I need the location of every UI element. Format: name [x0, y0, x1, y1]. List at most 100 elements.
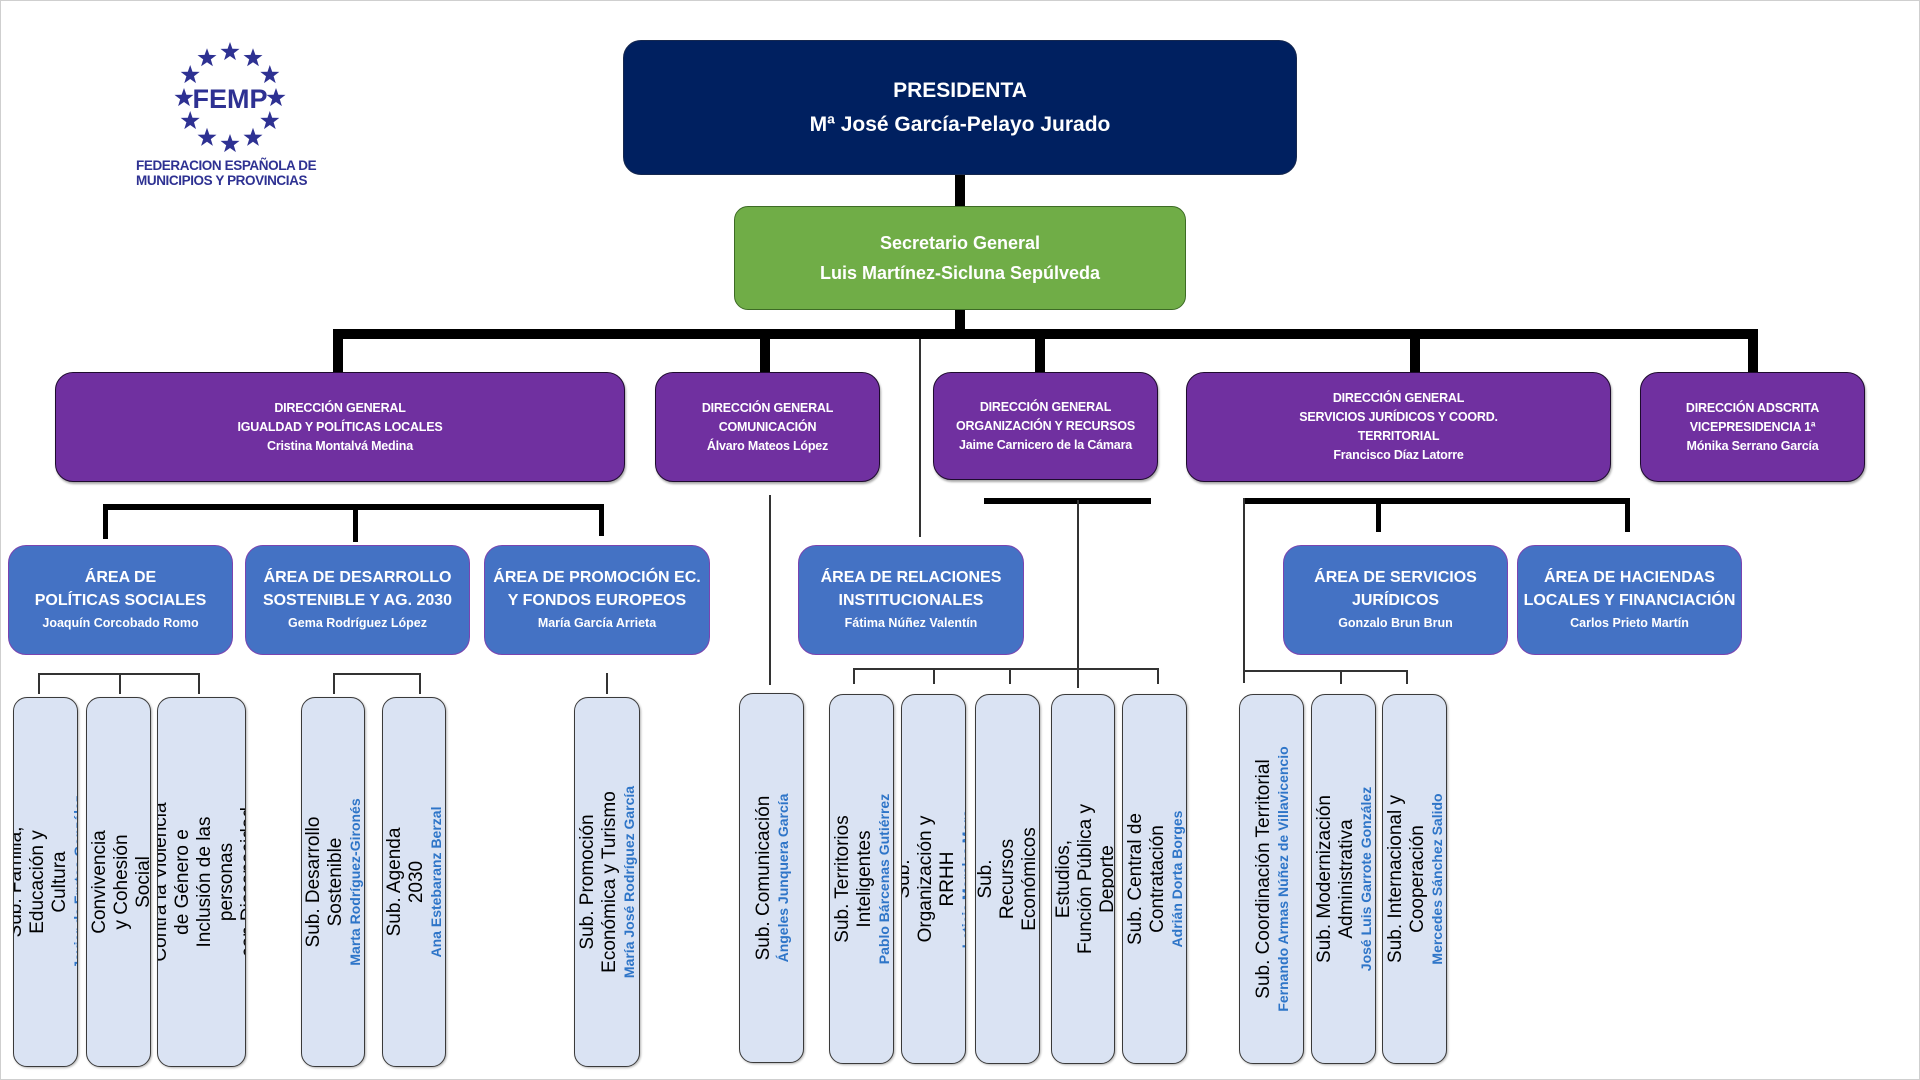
subdireccion-title: Sub. Territorios Inteligentes — [831, 815, 875, 943]
subdireccion-name: Marta Rodríguez-Gironés — [347, 798, 363, 966]
direccion-line2: IGUALDAD Y POLÍTICAS LOCALES — [237, 419, 443, 434]
connector-area5 — [1376, 498, 1381, 532]
subdireccion-label: Sub. Recursos Económicos — [975, 827, 1040, 931]
subdireccion-name: Ángeles Junquera García — [774, 793, 791, 963]
connector-ri-s4 — [1077, 668, 1079, 688]
area-line1: ÁREA DE DESARROLLO — [263, 569, 452, 586]
connector-pres-sec — [955, 175, 965, 207]
subdireccion-title: Sub. Formación, Estudios, Función Públic… — [1053, 804, 1115, 954]
star-icon — [243, 127, 263, 146]
direccion-line2: VICEPRESIDENCIA 1ª — [1689, 419, 1816, 434]
subdireccion-box[interactable]: Sub. Formación, Estudios, Función Públic… — [1051, 694, 1115, 1064]
direccion-name: Cristina Montalvá Medina — [267, 438, 413, 453]
area-line1: ÁREA DE — [84, 569, 157, 586]
star-icon — [180, 65, 200, 84]
femp-logo: FEMP FEDERACION ESPAÑOLA DE MUNICIPIOS Y… — [130, 38, 330, 198]
secretario-name: Luis Martínez-Sicluna Sepúlveda — [819, 263, 1101, 283]
subdireccion-name: José Luis Garrote González — [1357, 786, 1374, 972]
area-name: Gonzalo Brun Brun — [1338, 616, 1453, 630]
area-name: Joaquín Corcobado Romo — [42, 616, 199, 630]
connector-dg2 — [760, 329, 770, 373]
logo-acronym: FEMP — [192, 84, 267, 114]
subdireccion-title: Sub. Organización y RRHH — [901, 815, 958, 943]
subdireccion-box[interactable]: Sub. Seguridad, Convivencia y Cohesión S… — [86, 697, 151, 1067]
star-icon — [260, 65, 280, 84]
connector-dg4s-s2 — [1340, 670, 1342, 684]
subdireccion-name: Mercedes Sánchez Salido — [1428, 793, 1445, 965]
direccion-line1: DIRECCIÓN ADSCRITA — [1685, 400, 1820, 415]
presidenta-name: Mª José García-Pelayo Jurado — [809, 112, 1111, 136]
area-line2: Y FONDOS EUROPEOS — [507, 592, 687, 609]
connector-sec-bar — [955, 310, 965, 334]
subdireccion-label: Sub. Seguridad, Convivencia y Cohesión S… — [87, 812, 151, 951]
direccion-line1: DIRECCIÓN GENERAL — [701, 400, 834, 415]
area-line1: ÁREA DE SERVICIOS — [1314, 569, 1477, 586]
connector-a1-s3 — [198, 673, 200, 694]
direccion-line2: SERVICIOS JURÍDICOS Y COORD. — [1299, 410, 1498, 424]
connector-ri-s1 — [853, 668, 855, 684]
direccion-name: Francisco Díaz Latorre — [1333, 448, 1464, 462]
star-icon — [197, 48, 217, 67]
connector-a2-s2 — [419, 673, 421, 694]
connector-area1 — [103, 504, 108, 539]
area-line1: ÁREA DE RELACIONES — [820, 569, 1002, 586]
direccion-line1: DIRECCIÓN GENERAL — [979, 399, 1112, 414]
connector-a2-s1 — [333, 673, 335, 694]
subdireccion-name: Adrián Dorta Borges — [1168, 810, 1185, 948]
connector-dg4s-s3 — [1406, 670, 1408, 684]
area-line1: ÁREA DE HACIENDAS — [1544, 569, 1715, 586]
connector-dg4s-bar — [1243, 670, 1408, 672]
subdireccion-name: Javier de Frutos González — [70, 795, 78, 969]
subdireccion-name: Ana Estebaranz Berzal — [428, 806, 444, 958]
subdireccion-title: Sub. Igualdad, Contra la Violencia de Gé… — [157, 802, 246, 962]
direccion-name: Mónika Serrano García — [1686, 438, 1819, 453]
direccion-line2: COMUNICACIÓN — [718, 419, 817, 434]
presidenta-box[interactable]: PRESIDENTA Mª José García-Pelayo Jurado — [623, 40, 1297, 175]
secretario-box[interactable]: Secretario General Luis Martínez-Sicluna… — [734, 206, 1186, 310]
connector-dg4-bar — [1243, 498, 1630, 504]
subdireccion-title: Sub. Desarrollo Sostenible — [303, 816, 346, 948]
subdireccion-box[interactable]: Sub. Recursos Económicos — [975, 694, 1040, 1064]
subdireccion-title: Sub. Seguridad, Convivencia y Cohesión S… — [87, 814, 151, 950]
subdireccion-title: Sub. Familia, Educación y Cultura — [13, 826, 70, 938]
connector-dg4-down — [1243, 498, 1245, 683]
star-circle-icon: FEMP — [174, 42, 286, 153]
connector-main-bar — [333, 329, 1758, 339]
subdireccion-title: Sub. Recursos Económicos — [975, 827, 1040, 931]
connector-ri-s3 — [1009, 668, 1011, 684]
direccion-box[interactable]: DIRECCIÓN ADSCRITA VICEPRESIDENCIA 1ª Móni… — [1640, 372, 1865, 482]
area-line1: ÁREA DE PROMOCIÓN EC. — [493, 569, 701, 586]
subdireccion-box[interactable]: Sub. Igualdad, Contra la Violencia de Gé… — [157, 697, 246, 1067]
subdireccion-label: Sub. Formación, Estudios, Función Públic… — [1052, 785, 1115, 973]
presidenta-title: PRESIDENTA — [893, 78, 1027, 102]
star-icon — [243, 48, 263, 67]
area-line2: SOSTENIBLE Y AG. 2030 — [262, 592, 453, 609]
subdireccion-title: Sub. Coordinación Territorial — [1252, 759, 1274, 999]
connector-area2 — [353, 504, 358, 542]
